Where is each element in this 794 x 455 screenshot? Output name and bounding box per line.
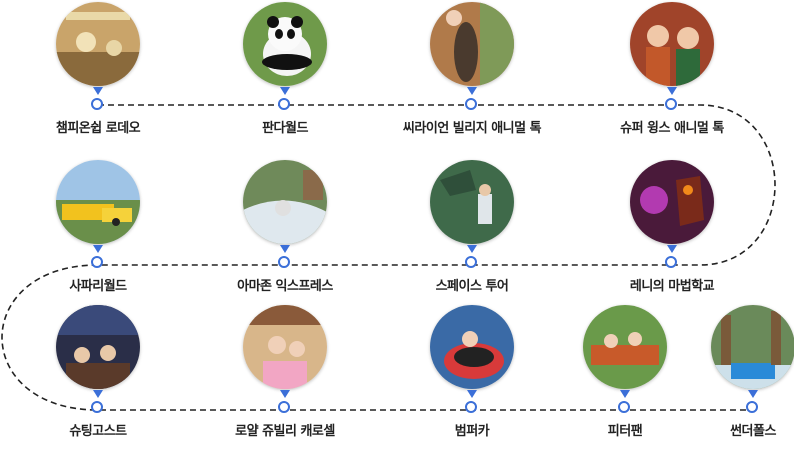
attraction-label: 피터팬: [607, 424, 643, 439]
pin-marker-icon: [467, 87, 477, 95]
attraction-item[interactable]: 스페이스 투어: [387, 160, 557, 310]
pin-marker-icon: [93, 87, 103, 95]
sealion-scene-image: [430, 2, 514, 86]
attraction-label: 아마존 익스프레스: [237, 279, 333, 294]
attraction-item[interactable]: 로얄 쥬빌리 캐로셀: [200, 305, 370, 455]
attraction-item[interactable]: 슈팅고스트: [13, 305, 183, 455]
attraction-label: 슈팅고스트: [69, 424, 127, 439]
route-dot-icon: [465, 401, 477, 413]
attraction-item[interactable]: 아마존 익스프레스: [200, 160, 370, 310]
panda-scene-image: [243, 2, 327, 86]
zookeepers-scene-image: [630, 2, 714, 86]
route-dot-icon: [278, 401, 290, 413]
attraction-label: 슈퍼 윙스 애니멀 톡: [620, 121, 724, 136]
route-dot-icon: [465, 256, 477, 268]
route-path: [1, 104, 776, 411]
attraction-label: 챔피온쉽 로데오: [55, 121, 141, 136]
route-dot-icon: [91, 401, 103, 413]
attraction-item[interactable]: 슈퍼 윙스 애니멀 톡: [587, 2, 757, 152]
pin-marker-icon: [280, 245, 290, 253]
attraction-label: 로얄 쥬빌리 캐로셀: [235, 424, 335, 439]
shooting-ghost-scene-image: [56, 305, 140, 389]
pin-marker-icon: [620, 390, 630, 398]
pin-marker-icon: [280, 390, 290, 398]
dinosaur-scene-image: [430, 160, 514, 244]
route-dot-icon: [665, 98, 677, 110]
route-dot-icon: [746, 401, 758, 413]
attraction-item[interactable]: 판다월드: [200, 2, 370, 152]
attraction-item[interactable]: 레니의 마법학교: [587, 160, 757, 310]
route-dot-icon: [465, 98, 477, 110]
route-dot-icon: [278, 256, 290, 268]
carousel-scene-image: [243, 305, 327, 389]
attraction-label: 썬더폴스: [730, 424, 776, 439]
safari-bus-scene-image: [56, 160, 140, 244]
arena-scene-image: [56, 2, 140, 86]
route-dot-icon: [618, 401, 630, 413]
pin-marker-icon: [467, 390, 477, 398]
rafting-scene-image: [243, 160, 327, 244]
attraction-item[interactable]: 씨라이언 빌리지 애니멀 톡: [387, 2, 557, 152]
attraction-item[interactable]: 범퍼카: [387, 305, 557, 455]
attraction-item[interactable]: 사파리월드: [13, 160, 183, 310]
magic-school-scene-image: [630, 160, 714, 244]
attraction-label: 레니의 마법학교: [629, 279, 715, 294]
pin-marker-icon: [93, 390, 103, 398]
pin-marker-icon: [93, 245, 103, 253]
bumper-car-scene-image: [430, 305, 514, 389]
peterpan-ride-scene-image: [583, 305, 667, 389]
attraction-label: 사파리월드: [69, 279, 127, 294]
attraction-label: 스페이스 투어: [435, 279, 509, 294]
attraction-item[interactable]: 피터팬: [540, 305, 710, 455]
route-dot-icon: [278, 98, 290, 110]
attraction-label: 씨라이언 빌리지 애니멀 톡: [402, 121, 542, 136]
pin-marker-icon: [280, 87, 290, 95]
route-dot-icon: [91, 98, 103, 110]
attraction-item[interactable]: 썬더폴스: [668, 305, 794, 455]
pin-marker-icon: [467, 245, 477, 253]
attraction-label: 범퍼카: [454, 424, 490, 439]
pin-marker-icon: [667, 87, 677, 95]
thunderfalls-scene-image: [711, 305, 794, 389]
pin-marker-icon: [748, 390, 758, 398]
attraction-item[interactable]: 챔피온쉽 로데오: [13, 2, 183, 152]
pin-marker-icon: [667, 245, 677, 253]
route-dot-icon: [665, 256, 677, 268]
attraction-label: 판다월드: [262, 121, 308, 136]
route-dot-icon: [91, 256, 103, 268]
